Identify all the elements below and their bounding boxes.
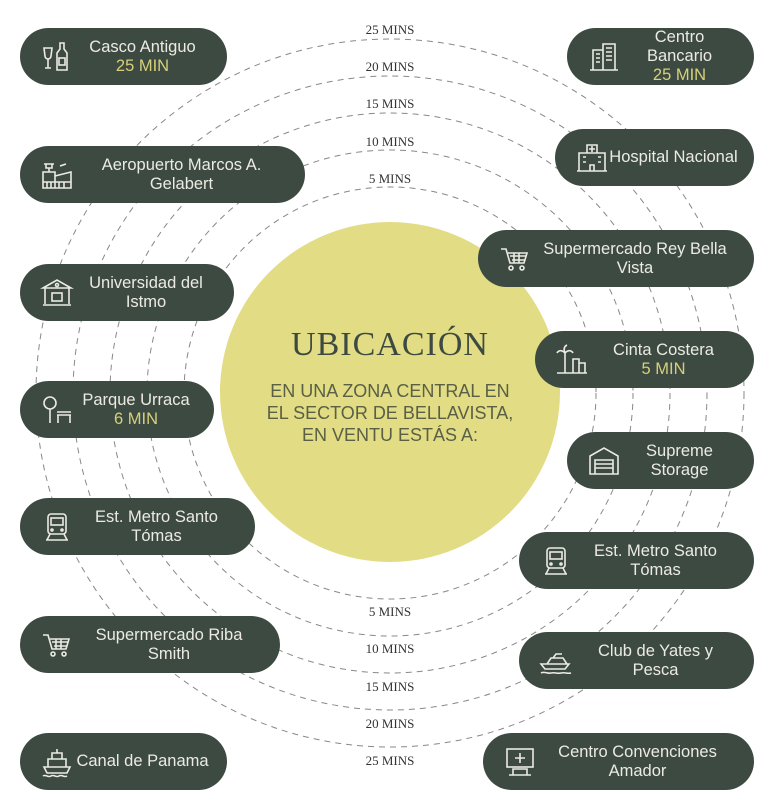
place-est-metro-santo-t-mas: Est. Metro Santo Tómas (519, 532, 754, 589)
place-name: Centro Convenciones Amador (558, 742, 717, 780)
place-centro-convenciones-amador: Centro Convenciones Amador (483, 733, 754, 790)
place-name: Universidad del Istmo (89, 273, 203, 311)
place-name: Club de Yates y Pesca (598, 641, 713, 679)
train-icon (545, 546, 567, 575)
convention-icon (506, 747, 534, 776)
place-label: Est. Metro Santo Tómas (74, 508, 239, 546)
park-icon (43, 395, 71, 423)
page-title: UBICACIÓN (291, 326, 489, 363)
place-name: Canal de Panama (76, 752, 209, 770)
bank-building-icon (590, 42, 618, 71)
place-label: Aeropuerto Marcos A. Gelabert (74, 156, 289, 194)
place-canal-de-panama: Canal de Panama (20, 733, 227, 790)
ring-label: 15 MINS (337, 679, 443, 694)
yacht-icon (539, 652, 572, 674)
place-name: Supreme Storage (646, 441, 713, 479)
place-label: Est. Metro Santo Tómas (573, 542, 738, 580)
place-name: Aeropuerto Marcos A. Gelabert (101, 155, 262, 193)
university-icon (40, 278, 74, 306)
ring-5-min (183, 186, 597, 600)
place-label: Centro Convenciones Amador (537, 743, 738, 781)
place-aeropuerto-marcos-a-gelabert: Aeropuerto Marcos A. Gelabert (20, 146, 305, 203)
place-time: 25 MIN (652, 66, 707, 84)
cart-icon (501, 247, 529, 271)
place-label: Club de Yates y Pesca (573, 642, 738, 680)
ring-label: 10 MINS (337, 134, 443, 149)
airport-icon (42, 162, 72, 189)
palm-city-icon (556, 343, 587, 374)
ring-label: 15 MINS (337, 96, 443, 111)
place-time: 5 MIN (641, 359, 686, 378)
ring-label: 20 MINS (337, 716, 443, 731)
place-universidad-del-istmo: Universidad del Istmo (20, 264, 234, 321)
place-hospital-nacional: Hospital Nacional (555, 129, 754, 186)
place-label: Canal de Panama (74, 752, 211, 771)
place-name: Parque Urraca (82, 390, 190, 409)
storage-icon (589, 446, 619, 475)
ring-label: 5 MINS (337, 171, 443, 186)
place-label: Hospital Nacional (609, 148, 738, 167)
ring-label: 5 MINS (337, 604, 443, 619)
place-name: Hospital Nacional (609, 148, 738, 166)
place-est-metro-santo-t-mas: Est. Metro Santo Tómas (20, 498, 255, 555)
place-time: 25 MIN (115, 56, 170, 75)
place-supermercado-rey-bella-vista: Supermercado Rey Bella Vista (478, 230, 754, 287)
place-name: Centro Bancario (646, 28, 713, 65)
place-label: Supermercado Riba Smith (74, 626, 264, 664)
wine-icon (43, 41, 68, 71)
place-label: Supreme Storage (621, 442, 738, 480)
ring-label: 10 MINS (337, 641, 443, 656)
place-label: Supermercado Rey Bella Vista (532, 240, 738, 278)
place-name: Casco Antiguo (89, 37, 196, 56)
cart-icon (43, 633, 71, 657)
place-name: Supermercado Rey Bella Vista (543, 239, 727, 277)
place-supreme-storage: Supreme Storage (567, 432, 754, 489)
place-name: Supermercado Riba Smith (95, 625, 243, 663)
place-label: Universidad del Istmo (74, 274, 218, 312)
place-supermercado-riba-smith: Supermercado Riba Smith (20, 616, 280, 673)
ring-label: 20 MINS (337, 59, 443, 74)
location-description: EN UNA ZONA CENTRAL EN EL SECTOR DE BELL… (266, 381, 514, 445)
ring-label: 25 MINS (337, 22, 443, 37)
ring-15-min (109, 112, 671, 674)
place-name: Est. Metro Santo Tómas (95, 507, 218, 545)
ship-icon (42, 748, 72, 777)
place-club-de-yates-y-pesca: Club de Yates y Pesca (519, 632, 754, 689)
ring-label: 25 MINS (337, 753, 443, 768)
place-name: Est. Metro Santo Tómas (594, 541, 717, 579)
train-icon (46, 512, 68, 541)
place-name: Cinta Costera (613, 340, 714, 359)
hospital-icon (577, 143, 607, 172)
place-time: 6 MIN (113, 409, 158, 428)
